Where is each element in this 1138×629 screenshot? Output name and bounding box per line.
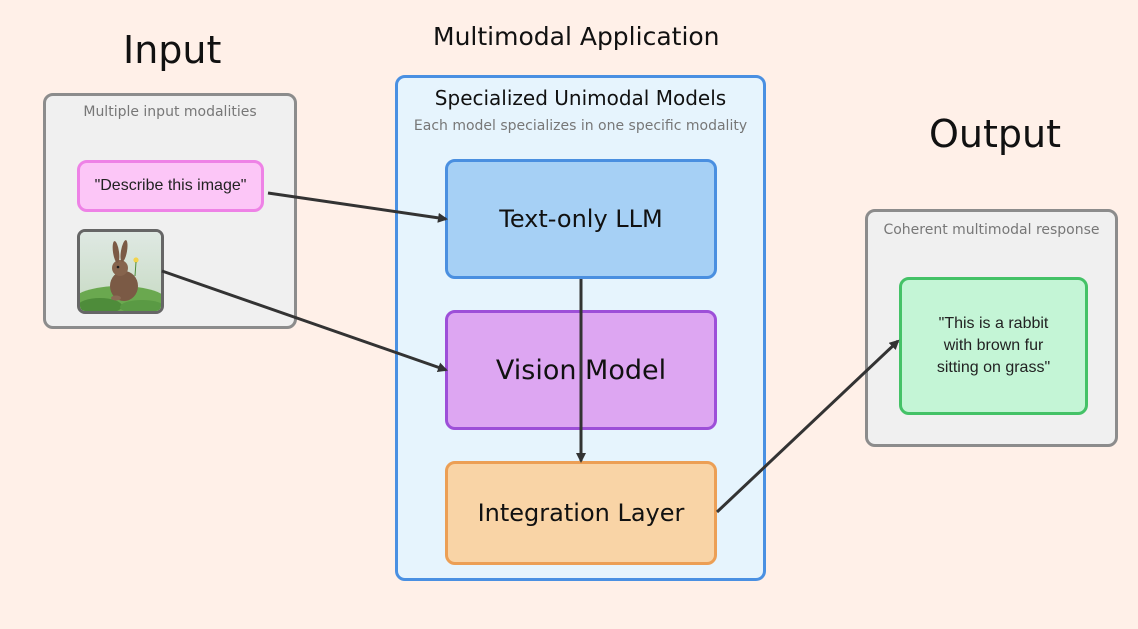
- text-llm-box: Text-only LLM: [445, 159, 717, 279]
- input-heading: Input: [123, 28, 222, 72]
- input-panel-note: Multiple input modalities: [83, 104, 257, 120]
- output-panel-note: Coherent multimodal response: [883, 222, 1100, 238]
- text-prompt-box: "Describe this image": [77, 160, 264, 212]
- response-box: "This is a rabbit with brown fur sitting…: [899, 277, 1088, 415]
- integration-layer-box: Integration Layer: [445, 461, 717, 565]
- input-panel: Multiple input modalities "Describe this…: [43, 93, 297, 329]
- rabbit-image-icon: [77, 229, 164, 314]
- application-title: Specialized Unimodal Models: [434, 86, 727, 110]
- application-heading: Multimodal Application: [433, 22, 720, 51]
- application-note: Each model specializes in one specific m…: [413, 118, 748, 134]
- output-heading: Output: [929, 112, 1061, 156]
- vision-model-box: Vision Model: [445, 310, 717, 430]
- output-panel: Coherent multimodal response "This is a …: [865, 209, 1118, 447]
